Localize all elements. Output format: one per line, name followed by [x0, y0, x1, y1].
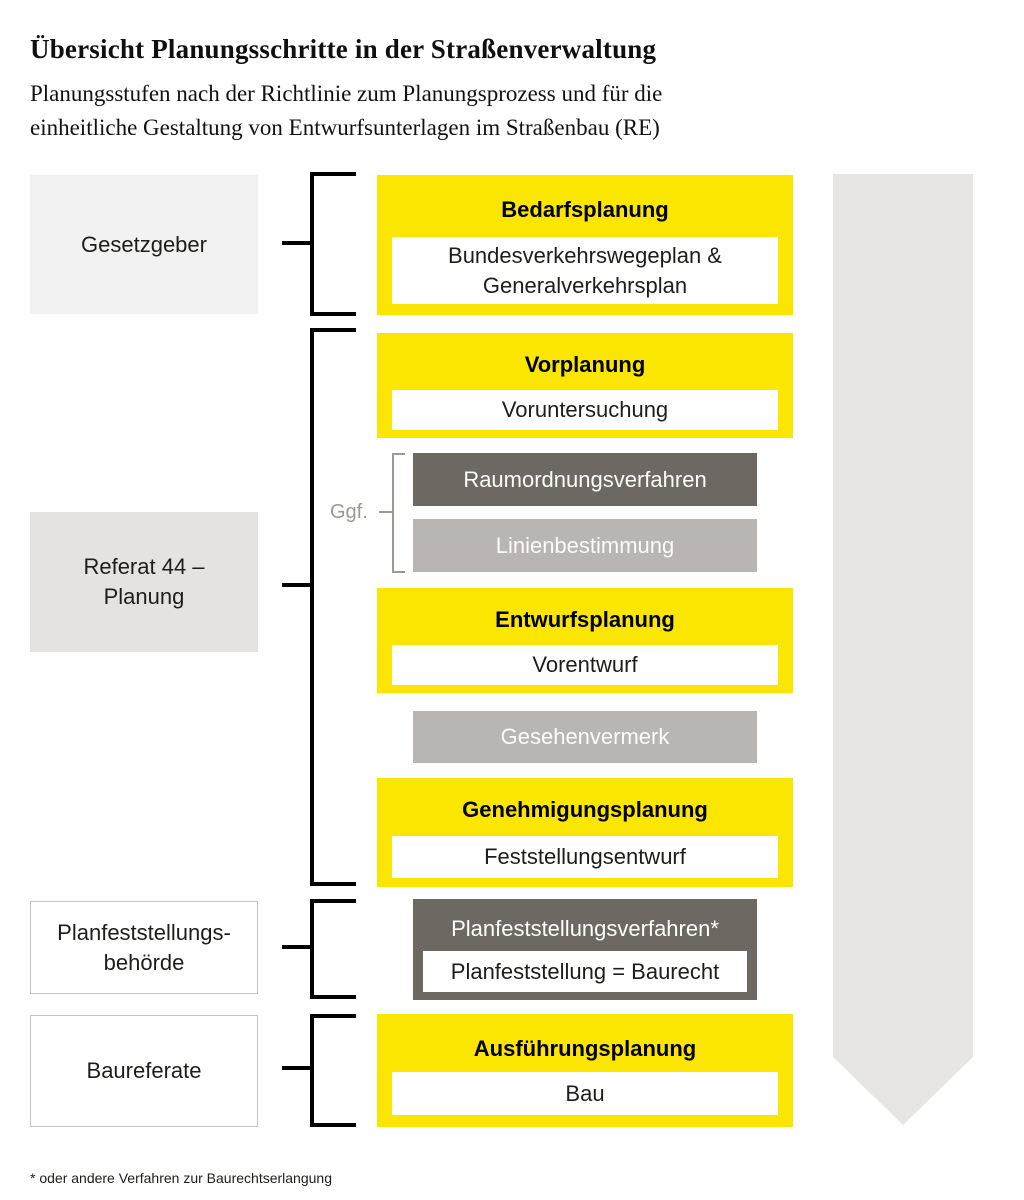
actor-referat-44-planung: Referat 44 – Planung — [30, 512, 258, 652]
stage-raumordnungsverfahren: Raumordnungsverfahren — [413, 453, 757, 506]
stage-detail: Voruntersuchung — [392, 390, 778, 430]
footnote: * oder andere Verfahren zur Baurechtserl… — [30, 1170, 332, 1186]
stage-planfeststellungsverfahren: Planfeststellungsverfahren* Planfeststel… — [413, 899, 757, 1000]
page-title: Übersicht Planungsschritte in der Straße… — [30, 34, 657, 64]
stage-ausfuehrungsplanung: Ausführungsplanung Bau — [377, 1014, 793, 1127]
stage-title: Bedarfsplanung — [501, 197, 669, 222]
ggf-connector-line — [379, 511, 392, 513]
bracket-gesetzgeber — [310, 172, 356, 316]
stage-bedarfsplanung: Bedarfsplanung Bundesverkehrswegeplan & … — [377, 175, 793, 315]
stage-title: Ausführungsplanung — [473, 1036, 697, 1061]
stage-detail: Vorentwurf — [392, 645, 778, 685]
stage-title: Planfeststellungsverfahren* — [451, 916, 719, 941]
stage-detail: Bau — [392, 1072, 778, 1115]
actor-baureferate: Baureferate — [30, 1015, 258, 1127]
stage-genehmigungsplanung: Genehmigungsplanung Feststellungsentwurf — [377, 778, 793, 887]
actor-gesetzgeber: Gesetzgeber — [30, 175, 258, 314]
connector-line-baureferate — [282, 1066, 310, 1070]
stage-detail: Planfeststellung = Baurecht — [423, 951, 747, 992]
bracket-planfeststellungsbehoerde — [310, 899, 356, 999]
connector-line-referat-44 — [282, 583, 310, 587]
connector-line-gesetzgeber — [282, 241, 310, 245]
connector-line-planfeststellungsbehoerde — [282, 945, 310, 949]
flow-direction-arrow-icon — [833, 174, 973, 1125]
stage-vorplanung: Vorplanung Voruntersuchung — [377, 333, 793, 438]
actor-planfeststellungsbehoerde: Planfeststellungs- behörde — [30, 901, 258, 994]
stage-detail: Feststellungsentwurf — [392, 836, 778, 878]
stage-entwurfsplanung: Entwurfsplanung Vorentwurf — [377, 588, 793, 693]
page-subtitle: Planungsstufen nach der Richtlinie zum P… — [30, 81, 663, 140]
stage-title: Genehmigungsplanung — [462, 797, 708, 822]
bracket-baureferate — [310, 1014, 356, 1127]
bracket-referat-44 — [310, 328, 356, 886]
ggf-label: Ggf. — [330, 501, 368, 523]
stage-title: Vorplanung — [524, 352, 646, 377]
stage-detail: Bundesverkehrswegeplan & Generalverkehrs… — [392, 237, 778, 304]
stage-gesehenvermerk: Gesehenvermerk — [413, 711, 757, 763]
stage-title: Entwurfsplanung — [495, 607, 675, 632]
ggf-bracket — [392, 453, 405, 573]
stage-linienbestimmung: Linienbestimmung — [413, 519, 757, 572]
